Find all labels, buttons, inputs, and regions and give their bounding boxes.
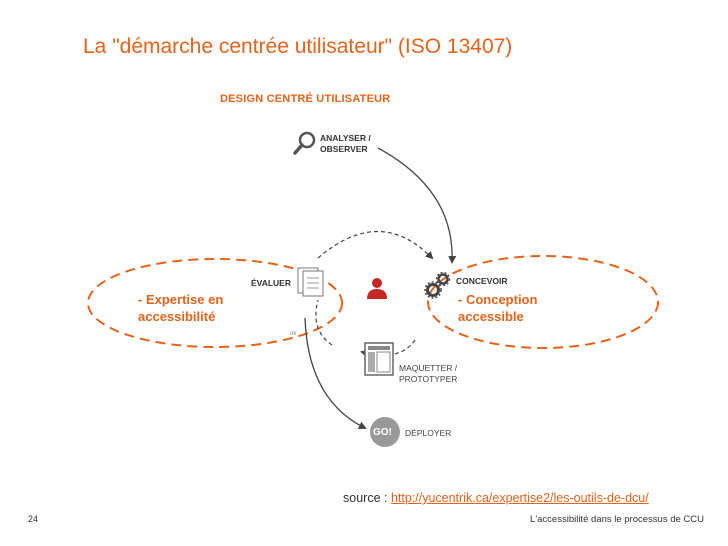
note-expertise-accessibilite: - Expertise en accessibilité bbox=[138, 292, 224, 324]
arrow-analyser-concevoir bbox=[377, 147, 457, 264]
user-icon bbox=[367, 278, 387, 299]
diagram-header: DESIGN CENTRÉ UTILISATEUR bbox=[220, 93, 391, 105]
ok-label: ok bbox=[290, 331, 297, 337]
step-analyser-label: ANALYSER / OBSERVER bbox=[320, 133, 371, 154]
source-prefix: source : bbox=[343, 491, 391, 505]
source-line: source : http://yucentrik.ca/expertise2/… bbox=[343, 491, 649, 505]
go-label: GO! bbox=[373, 427, 392, 438]
layout-wireframe-icon bbox=[364, 342, 394, 376]
cycle-arc-left bbox=[315, 299, 333, 346]
right-accessibility-ellipse bbox=[427, 255, 659, 349]
slide-title: La "démarche centrée utilisateur" (ISO 1… bbox=[83, 35, 513, 58]
magnifier-icon bbox=[293, 131, 316, 155]
source-link[interactable]: http://yucentrik.ca/expertise2/les-outil… bbox=[390, 491, 649, 505]
gears-icon bbox=[424, 271, 451, 299]
note-conception-accessible: - Conception accessible bbox=[458, 292, 538, 324]
step-deployer-label: DÉPLOYER bbox=[405, 428, 452, 438]
step-evaluer-label: ÉVALUER bbox=[251, 278, 291, 288]
page-number: 24 bbox=[28, 514, 39, 524]
cycle-arc-top bbox=[317, 230, 434, 260]
arrow-evaluer-deployer bbox=[304, 317, 367, 429]
footer-text: L'accessibilité dans le processus de CCU bbox=[530, 514, 704, 525]
step-maquetter-label: MAQUETTER / PROTOTYPER bbox=[399, 363, 458, 384]
checklist-document-icon bbox=[297, 267, 324, 297]
go-badge-icon bbox=[370, 417, 400, 447]
step-concevoir-label: CONCEVOIR bbox=[456, 276, 508, 286]
left-accessibility-ellipse bbox=[87, 258, 343, 348]
